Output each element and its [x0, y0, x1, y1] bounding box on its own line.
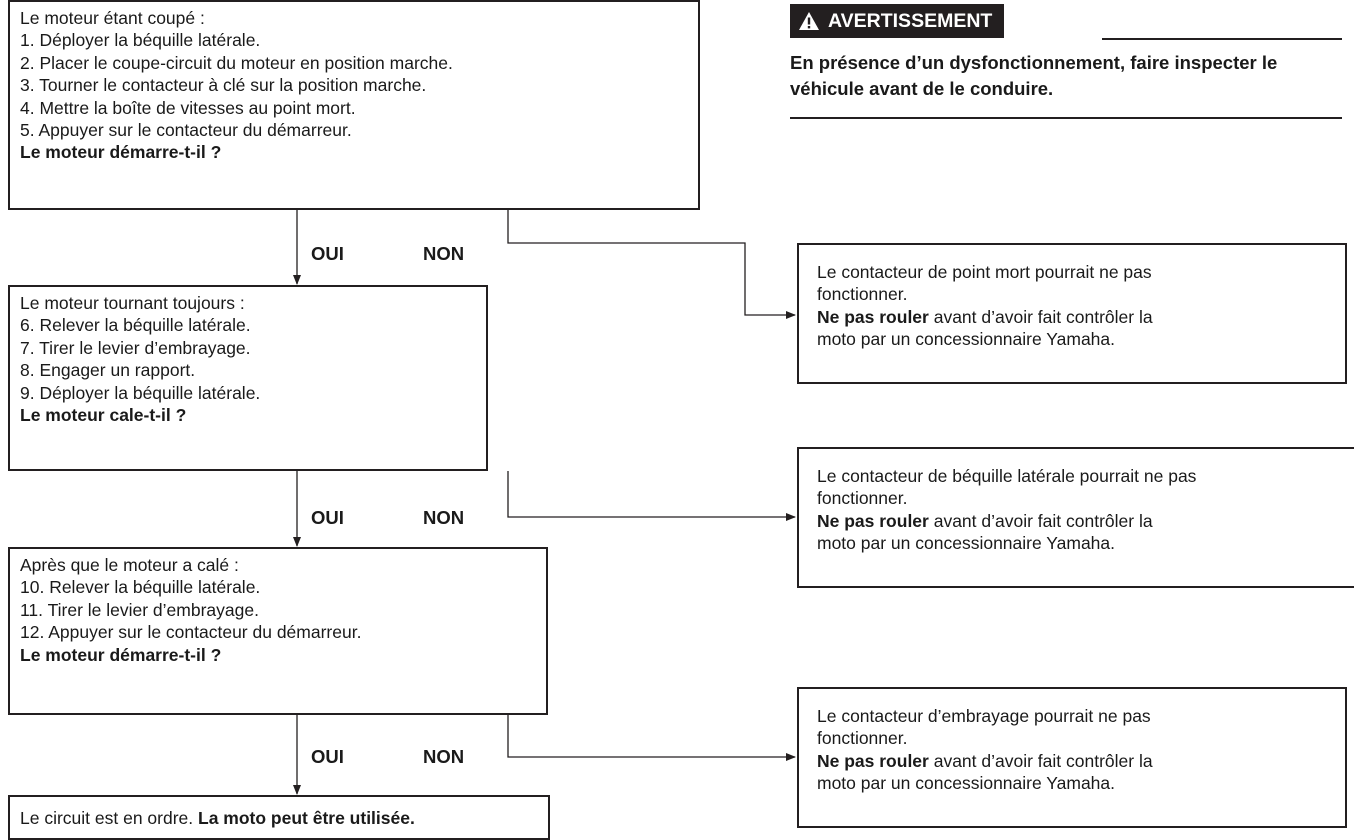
warning-triangle-icon — [799, 12, 819, 30]
result-line: Le contacteur d’embrayage pourrait ne pa… — [817, 706, 1151, 726]
result-line: avant d’avoir fait contrôler la — [928, 750, 1153, 771]
warning-badge: AVERTISSEMENT — [790, 4, 1005, 38]
no-label-1: NON — [423, 243, 465, 264]
step-box-2: Le moteur tournant toujours : 6. Relever… — [8, 285, 488, 471]
result-bold: Ne pas rouler — [817, 750, 929, 771]
step-line: Après que le moteur a calé : — [20, 555, 239, 575]
final-result-box: Le circuit est en ordre. La moto peut êt… — [8, 795, 550, 840]
result-line: moto par un concessionnaire Yamaha. — [817, 533, 1116, 554]
step-line: 6. Relever la béquille latérale. — [20, 315, 251, 336]
warning-bottom-rule — [790, 117, 1342, 119]
step-line: 11. Tirer le levier d’embrayage. — [20, 599, 259, 620]
result-line: Le contacteur de point mort pourrait ne … — [817, 262, 1152, 282]
step-line: 7. Tirer le levier d’embrayage. — [20, 337, 251, 358]
step-line: 3. Tourner le contacteur à clé sur la po… — [20, 75, 427, 96]
result-line: avant d’avoir fait contrôler la — [928, 306, 1153, 327]
final-result-bold: La moto peut être utilisée. — [198, 808, 415, 828]
no-label-2: NON — [423, 507, 465, 528]
step-question: Le moteur cale-t-il ? — [20, 405, 187, 426]
warning-header: AVERTISSEMENT — [790, 0, 1344, 40]
result-line: fonctionner. — [817, 284, 908, 305]
step-line: 5. Appuyer sur le contacteur du démarreu… — [20, 120, 352, 141]
result-line: fonctionner. — [817, 488, 908, 509]
result-box-1: Le contacteur de point mort pourrait ne … — [797, 243, 1347, 384]
step-line: 8. Engager un rapport. — [20, 360, 196, 381]
result-box-3: Le contacteur d’embrayage pourrait ne pa… — [797, 687, 1347, 828]
step-line: 1. Déployer la béquille latérale. — [20, 30, 261, 51]
step-line: 4. Mettre la boîte de vitesses au point … — [20, 97, 356, 118]
step-question: Le moteur démarre-t-il ? — [20, 644, 222, 665]
warning-title: AVERTISSEMENT — [828, 9, 993, 32]
result-line: Le contacteur de béquille latérale pourr… — [817, 466, 1197, 486]
result-line: moto par un concessionnaire Yamaha. — [817, 329, 1116, 350]
step-line: 9. Déployer la béquille latérale. — [20, 382, 261, 403]
yes-label-1: OUI — [311, 243, 344, 264]
result-bold: Ne pas rouler — [817, 510, 929, 531]
result-box-2: Le contacteur de béquille latérale pourr… — [797, 447, 1354, 588]
final-result-text: Le circuit est en ordre. — [20, 808, 198, 828]
step-line: 10. Relever la béquille latérale. — [20, 577, 261, 598]
step-line: 12. Appuyer sur le contacteur du démarre… — [20, 622, 362, 643]
result-line: fonctionner. — [817, 728, 908, 749]
warning-rule — [1102, 38, 1342, 40]
yes-label-3: OUI — [311, 746, 344, 767]
step-question: Le moteur démarre-t-il ? — [20, 142, 222, 163]
step-box-1: Le moteur étant coupé : 1. Déployer la b… — [8, 0, 700, 210]
no-label-3: NON — [423, 746, 465, 767]
step-line: Le moteur étant coupé : — [20, 8, 205, 28]
warning-text: En présence d’un dysfonctionnement, fair… — [790, 52, 1278, 99]
yes-label-2: OUI — [311, 507, 344, 528]
result-line: moto par un concessionnaire Yamaha. — [817, 773, 1116, 794]
result-bold: Ne pas rouler — [817, 306, 929, 327]
no-arrow-1 — [507, 210, 796, 319]
result-line: avant d’avoir fait contrôler la — [928, 510, 1153, 531]
step-line: 2. Placer le coupe-circuit du moteur en … — [20, 52, 453, 73]
step-box-3: Après que le moteur a calé : 10. Relever… — [8, 547, 548, 715]
no-arrow-3 — [507, 715, 796, 761]
step-line: Le moteur tournant toujours : — [20, 293, 245, 313]
no-arrow-2 — [507, 471, 796, 521]
